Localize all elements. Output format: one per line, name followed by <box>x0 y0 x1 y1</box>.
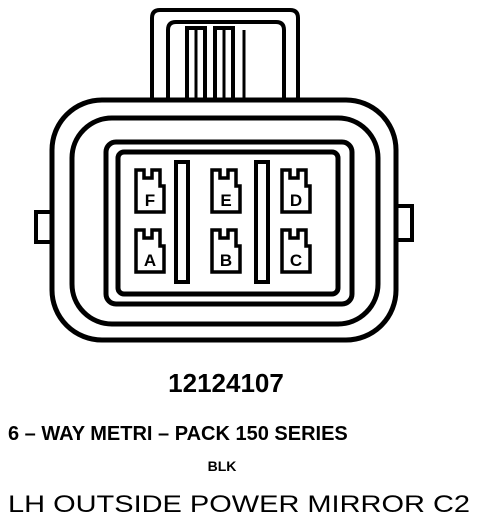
cavity-separators <box>174 160 270 284</box>
cavity-C <box>280 228 312 274</box>
part-number: 12124107 <box>168 368 284 398</box>
cavity-label-B: B <box>220 251 232 270</box>
cavity-label-E: E <box>220 191 231 210</box>
connector-color: BLK <box>208 458 237 474</box>
cavity-label-F: F <box>145 191 155 210</box>
cavity-row-top <box>134 168 312 214</box>
cavity-label-C: C <box>290 251 302 270</box>
cavity-B <box>210 228 242 274</box>
connector-name: LH OUTSIDE POWER MIRROR C2 <box>8 491 470 518</box>
cavity-D <box>280 168 312 214</box>
connector-housing <box>49 97 399 343</box>
cavity-label-D: D <box>290 191 302 210</box>
cavity-A <box>134 228 166 274</box>
connector-series: 6 – WAY METRI – PACK 150 SERIES <box>8 423 348 445</box>
cavity-F <box>134 168 166 214</box>
cavity-E <box>210 168 242 214</box>
cavity-row-bottom <box>134 228 312 274</box>
connector-latch <box>150 8 300 108</box>
cavity-label-A: A <box>144 251 156 270</box>
